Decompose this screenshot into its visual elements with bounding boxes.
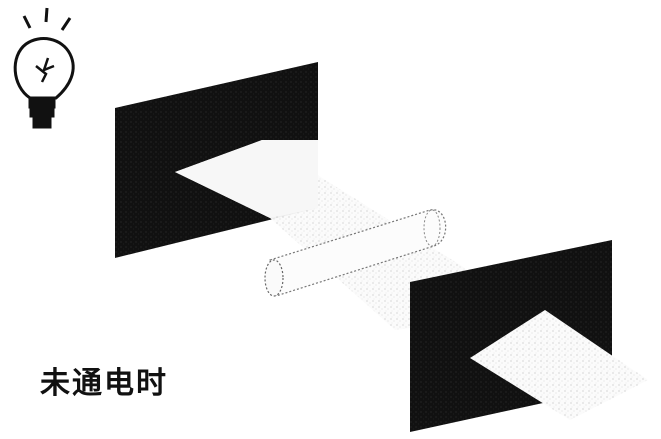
liquid-crystal-tube — [264, 209, 447, 297]
left-slot-window — [175, 140, 318, 218]
light-bulb-icon — [13, 7, 75, 129]
right-light-window — [470, 310, 648, 420]
caption-label: 未通电时 — [40, 366, 168, 401]
